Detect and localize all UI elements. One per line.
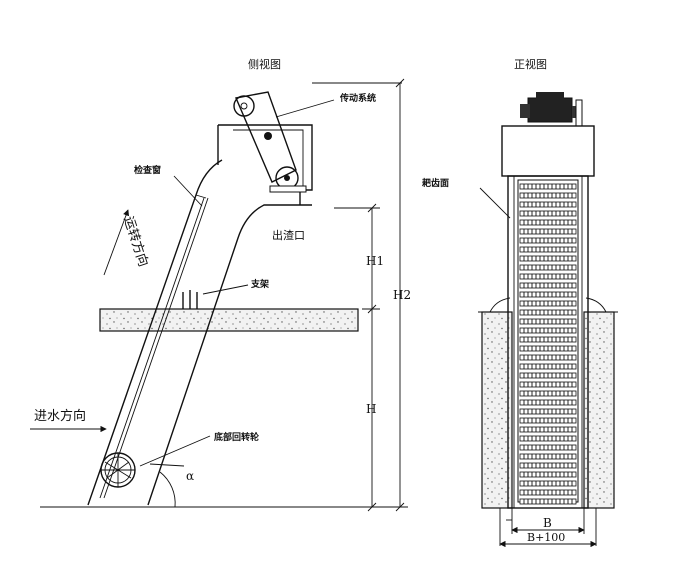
inspection-window-label: 检查窗 bbox=[134, 164, 161, 176]
dimension-h2: H2 bbox=[393, 288, 411, 302]
front-dimensions bbox=[499, 508, 597, 548]
right-flange bbox=[585, 297, 607, 313]
right-channel-wall bbox=[583, 311, 615, 509]
screen-frame bbox=[507, 175, 589, 509]
discharge-port-label: 出渣口 bbox=[272, 228, 305, 242]
drive-motor bbox=[520, 92, 583, 127]
front-view-title: 正视图 bbox=[514, 57, 547, 71]
dimension-b-plus-100: B+100 bbox=[527, 531, 565, 544]
dimension-h: H bbox=[366, 402, 376, 416]
front-head-housing bbox=[501, 125, 595, 177]
rake-teeth-label: 耙齿面 bbox=[422, 177, 449, 189]
front-view: 正视图 耙齿面 bbox=[422, 57, 618, 548]
side-dimensions bbox=[312, 78, 408, 512]
angle-arc bbox=[159, 471, 176, 508]
drive-gear bbox=[264, 132, 272, 140]
side-view: 侧视图 bbox=[30, 57, 411, 512]
left-channel-wall bbox=[481, 311, 513, 509]
drive-chain-cover bbox=[235, 91, 297, 183]
rake-teeth-leader bbox=[479, 187, 511, 219]
bottom-return-wheel-label: 底部回转轮 bbox=[214, 431, 259, 443]
angle-leader bbox=[149, 463, 185, 467]
support-label: 支架 bbox=[250, 278, 269, 290]
conveying-direction-label: 运转方向 bbox=[120, 214, 151, 268]
head-frame bbox=[217, 91, 313, 205]
water-inflow-label: 进水方向 bbox=[34, 408, 86, 424]
support-legs bbox=[178, 290, 202, 310]
drive-system-leader bbox=[275, 99, 335, 118]
dimension-h1: H1 bbox=[366, 254, 384, 268]
drive-system-label: 传动系统 bbox=[339, 92, 376, 104]
dimension-b: B bbox=[543, 516, 552, 530]
angle-label: α bbox=[186, 469, 194, 483]
support-leader bbox=[202, 284, 249, 295]
left-flange bbox=[489, 297, 511, 313]
bottom-return-wheel bbox=[100, 452, 136, 488]
rake-teeth-panel bbox=[517, 179, 579, 505]
platform-slab bbox=[99, 308, 359, 332]
return-wheel-leader bbox=[139, 435, 211, 467]
side-view-title: 侧视图 bbox=[248, 57, 281, 71]
conveying-direction-arrow bbox=[103, 209, 130, 276]
inspection-window-leader bbox=[173, 175, 203, 207]
